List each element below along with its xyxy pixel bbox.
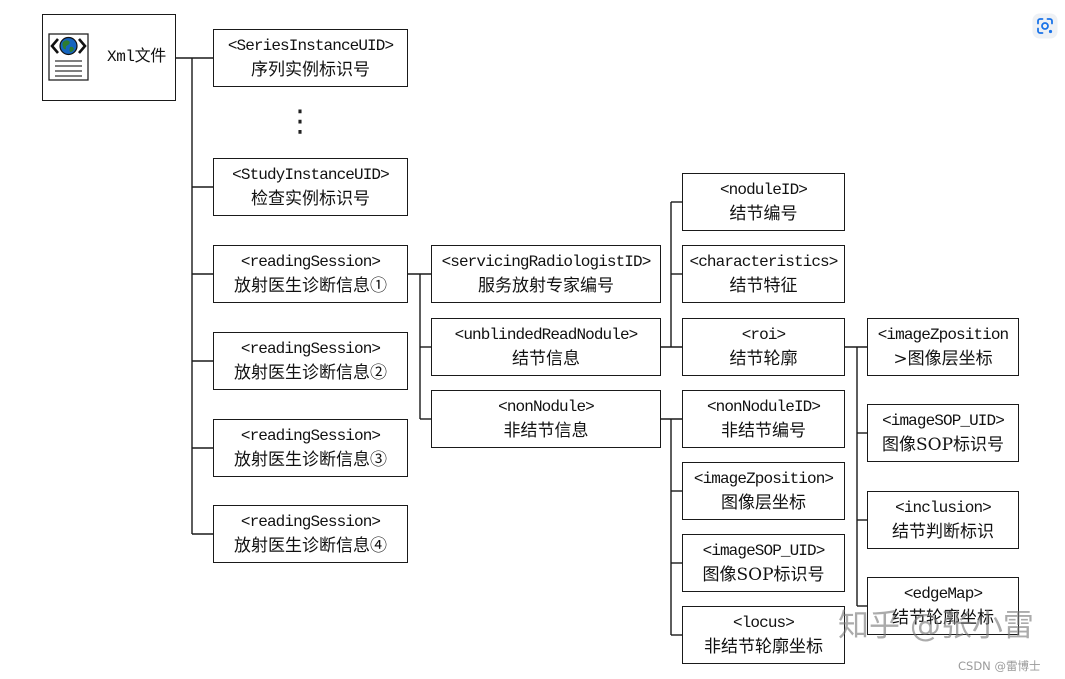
- xml-file-globe-icon: [48, 33, 89, 81]
- node-inclusion: <inclusion> 结节判断标识: [867, 491, 1019, 549]
- node-tag: <roi>: [741, 326, 786, 344]
- node-reading-session-3: <readingSession> 放射医生诊断信息③: [213, 419, 408, 477]
- node-reading-session-1: <readingSession> 放射医生诊断信息①: [213, 245, 408, 303]
- node-tag: <inclusion>: [895, 499, 992, 517]
- node-roi-image-zposition: <imageZposition >图像层坐标: [867, 318, 1019, 376]
- node-description: 放射医生诊断信息①: [234, 276, 387, 296]
- lens-dot: [1048, 29, 1053, 34]
- scan-corner: [1046, 18, 1053, 25]
- node-non-nodule-image-sop-uid: <imageSOP_UID> 图像SOP标识号: [682, 534, 845, 592]
- node-tag: <edgeMap>: [903, 585, 983, 603]
- icon-background: [1032, 13, 1058, 39]
- node-tag: <StudyInstanceUID>: [232, 166, 390, 184]
- node-locus: <locus> 非结节轮廓坐标: [682, 606, 845, 664]
- node-study-instance-uid: <StudyInstanceUID> 检查实例标识号: [213, 158, 408, 216]
- node-tag: <servicingRadiologistID>: [441, 253, 652, 271]
- xml-file-globe-graphic: [48, 33, 89, 81]
- globe-icon: [59, 36, 78, 56]
- node-tag: <readingSession>: [240, 253, 381, 271]
- node-tag: <readingSession>: [240, 340, 381, 358]
- node-description: 序列实例标识号: [251, 60, 370, 80]
- node-description: 放射医生诊断信息③: [234, 450, 387, 470]
- node-non-nodule: <nonNodule> 非结节信息: [431, 390, 661, 448]
- node-tag: <characteristics>: [689, 253, 839, 271]
- node-roi-image-sop-uid: <imageSOP_UID> 图像SOP标识号: [867, 404, 1019, 462]
- lens-circle: [1041, 22, 1049, 30]
- node-characteristics: <characteristics> 结节特征: [682, 245, 845, 303]
- node-nodule-id: <noduleID> 结节编号: [682, 173, 845, 231]
- node-tag: <imageZposition>: [693, 470, 834, 488]
- node-servicing-radiologist-id: <servicingRadiologistID> 服务放射专家编号: [431, 245, 661, 303]
- node-description: 结节信息: [512, 349, 580, 369]
- globe-landmass: [62, 40, 74, 52]
- visual-search-button[interactable]: [1032, 13, 1058, 39]
- node-reading-session-4: <readingSession> 放射医生诊断信息④: [213, 505, 408, 563]
- vertical-ellipsis: ⋮: [285, 104, 315, 139]
- node-description: 服务放射专家编号: [478, 276, 614, 296]
- node-description: 非结节编号: [721, 421, 806, 441]
- left-angle-bracket: [50, 38, 59, 54]
- node-description: 结节编号: [729, 204, 798, 224]
- node-non-nodule-image-zposition: <imageZposition> 图像层坐标: [682, 462, 845, 520]
- node-description: 放射医生诊断信息④: [234, 536, 387, 556]
- node-description: 检查实例标识号: [251, 189, 370, 209]
- right-angle-bracket: [78, 38, 87, 54]
- node-non-nodule-id: <nonNoduleID> 非结节编号: [682, 390, 845, 448]
- node-description: 非结节轮廓坐标: [704, 637, 823, 657]
- root-node-label: Xml文件: [107, 48, 166, 66]
- node-description: 图像SOP标识号: [881, 435, 1005, 455]
- node-description: 结节轮廓: [729, 349, 798, 369]
- node-description: 结节特征: [729, 276, 798, 296]
- node-edge-map: <edgeMap> 结节轮廓坐标: [867, 577, 1019, 635]
- source-credit: CSDN @雷博士: [958, 659, 1041, 673]
- node-description: 图像层坐标: [721, 493, 806, 513]
- node-description: 非结节信息: [503, 421, 589, 441]
- scan-corner: [1037, 18, 1044, 25]
- node-description: 放射医生诊断信息②: [234, 363, 387, 383]
- node-description: >图像层坐标: [893, 349, 993, 369]
- node-description: 结节轮廓坐标: [892, 608, 994, 628]
- node-unblinded-read-nodule: <unblindedReadNodule> 结节信息: [431, 318, 661, 376]
- node-tag: <readingSession>: [240, 427, 381, 445]
- visual-search-icon[interactable]: [1032, 13, 1058, 39]
- xml-file-root-node: Xml文件: [42, 14, 176, 101]
- node-description: 结节判断标识: [892, 522, 994, 542]
- node-description: 图像SOP标识号: [702, 565, 825, 585]
- node-tag: <imageSOP_UID>: [882, 412, 1005, 430]
- node-reading-session-2: <readingSession> 放射医生诊断信息②: [213, 332, 408, 390]
- watermark-text: 知乎 @张小雷: [838, 608, 1034, 644]
- node-tag: <SeriesInstanceUID>: [227, 37, 394, 55]
- node-tag: <imageSOP_UID>: [702, 542, 826, 560]
- node-tag: <readingSession>: [240, 513, 381, 531]
- node-series-instance-uid: <SeriesInstanceUID> 序列实例标识号: [213, 29, 408, 87]
- node-tag: <unblindedReadNodule>: [454, 326, 639, 344]
- node-tag: <nonNoduleID>: [706, 398, 821, 416]
- node-tag: <nonNodule>: [498, 398, 595, 416]
- scan-corner: [1037, 27, 1044, 34]
- node-tag: <noduleID>: [719, 181, 808, 199]
- node-tag: <locus>: [733, 614, 795, 632]
- node-tag: <imageZposition: [877, 326, 1009, 344]
- node-roi: <roi> 结节轮廓: [682, 318, 845, 376]
